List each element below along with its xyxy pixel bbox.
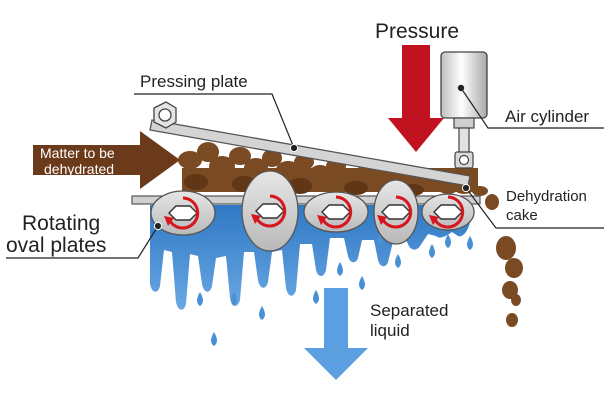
pressure-arrow	[388, 45, 444, 152]
rotation-arrowhead	[164, 216, 174, 226]
hex-nut-icon	[321, 204, 351, 220]
separated-liquid-arrow	[304, 288, 368, 380]
air-cylinder	[440, 51, 488, 169]
air-cylinder-label: Air cylinder	[505, 107, 589, 126]
liquid-drop	[313, 290, 319, 304]
rotation-unit-4	[377, 195, 413, 229]
leader-lines	[6, 87, 604, 259]
pressure-label: Pressure	[375, 20, 459, 43]
pressing-plate-label: Pressing plate	[140, 72, 248, 91]
circular-arrow-icon	[433, 195, 465, 229]
leader-air-cylinder	[460, 87, 604, 129]
falling-cake	[485, 194, 523, 327]
liquid-drop	[197, 292, 203, 306]
rotation-arrowhead	[429, 215, 439, 225]
separated-label-line2: liquid	[370, 321, 410, 340]
circular-arrow-icon	[381, 195, 413, 229]
rotation-unit-3	[317, 195, 353, 229]
hex-nut-icon	[255, 203, 285, 219]
circular-arrow-icon	[255, 194, 287, 228]
hex-nut-icon	[168, 205, 198, 221]
rotation-unit-1	[164, 196, 200, 230]
liquid-drop	[231, 292, 237, 306]
circular-arrow-icon	[168, 196, 200, 230]
rotation-unit-2	[251, 194, 287, 228]
rotation-arrowhead	[317, 215, 327, 225]
sludge-layer	[178, 142, 488, 196]
liquid-drop	[259, 306, 265, 320]
liquid-drop	[467, 236, 473, 250]
liquid-drop	[429, 244, 435, 258]
liquid-drop	[337, 262, 343, 276]
hex-nut-icon	[433, 204, 463, 220]
liquid-drop	[359, 276, 365, 290]
matter-arrow	[33, 131, 180, 189]
circular-arrow-icon	[321, 195, 353, 229]
liquid-drop	[445, 234, 451, 248]
rotation-arrowhead	[377, 215, 387, 225]
separated-label-line1: Separated	[370, 301, 448, 320]
liquid-drop	[211, 332, 217, 346]
leader-dot	[153, 221, 163, 231]
matter-label-line1: Matter to be	[40, 145, 115, 161]
leader-dot	[461, 183, 471, 193]
leader-pressing-plate	[134, 93, 295, 149]
dehydration-label-line1: Dehydration	[506, 188, 587, 205]
leader-dehydration-cake	[465, 187, 604, 229]
rotation-unit-5	[429, 195, 465, 229]
leader-rotating-plates	[6, 225, 159, 259]
matter-label-line2: dehydrated	[44, 161, 114, 177]
rotating-label-line1: Rotating	[22, 212, 100, 235]
hex-nut-icon	[381, 204, 411, 220]
rotating-label-line2: oval plates	[6, 234, 106, 257]
rotation-arrowhead	[251, 214, 261, 224]
liquid-drop	[395, 254, 401, 268]
dehydration-label-line2: cake	[506, 207, 538, 224]
leader-dot	[289, 143, 299, 153]
